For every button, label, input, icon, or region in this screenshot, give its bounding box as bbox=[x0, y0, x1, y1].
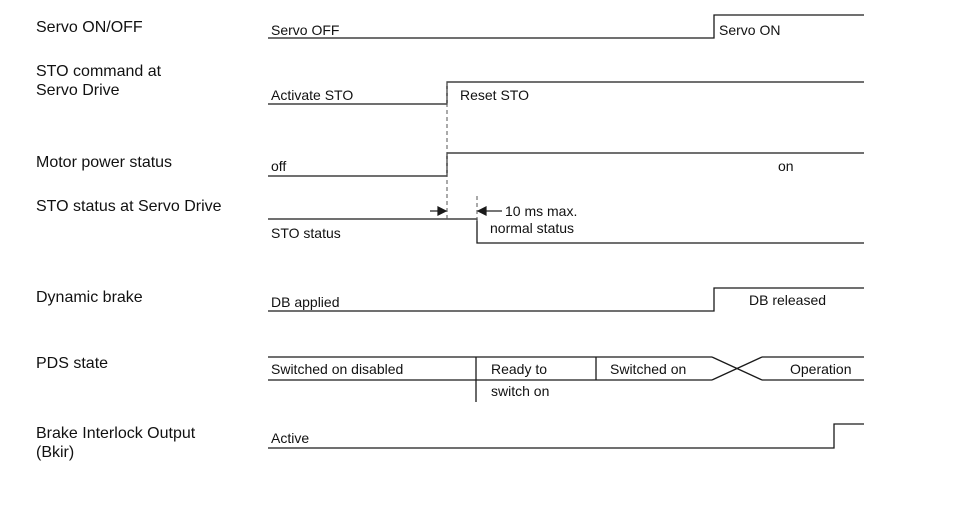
timing-arrow-right-head bbox=[476, 206, 487, 216]
timing-10ms-text: 10 ms max. bbox=[505, 203, 578, 219]
dynamic-brake-waveform bbox=[268, 287, 864, 312]
bkir-active-text: Active bbox=[271, 430, 310, 446]
db-released-text: DB released bbox=[749, 292, 827, 308]
dynamic-brake-label: Dynamic brake bbox=[36, 289, 143, 306]
sto-status-waveform bbox=[268, 218, 864, 244]
sto-status-label: STO status at Servo Drive bbox=[36, 198, 222, 215]
pds-switched-on-text: Switched on bbox=[610, 361, 687, 377]
servo-label: Servo ON/OFF bbox=[36, 19, 143, 36]
bkir-waveform bbox=[268, 423, 864, 449]
motor-on-text: on bbox=[778, 158, 794, 174]
servo-off-text: Servo OFF bbox=[271, 22, 340, 38]
bkir-label-line2: (Bkir) bbox=[36, 444, 75, 461]
sto-command-label-line1: STO command at bbox=[36, 63, 162, 80]
motor-power-label: Motor power status bbox=[36, 154, 173, 171]
pds-state-bus bbox=[268, 356, 864, 402]
sto-command-waveform bbox=[268, 81, 864, 105]
normal-status-text: normal status bbox=[490, 220, 575, 236]
reset-sto-text: Reset STO bbox=[460, 87, 529, 103]
pds-switched-on-disabled-text: Switched on disabled bbox=[271, 361, 404, 377]
sto-status-text: STO status bbox=[271, 225, 341, 241]
db-applied-text: DB applied bbox=[271, 294, 340, 310]
motor-power-waveform bbox=[268, 152, 864, 177]
timing-arrow-left-head bbox=[437, 206, 448, 216]
servo-waveform bbox=[268, 14, 864, 39]
pds-operation-text: Operation bbox=[790, 361, 852, 377]
bkir-label-line1: Brake Interlock Output bbox=[36, 425, 196, 442]
motor-off-text: off bbox=[271, 158, 287, 174]
pds-ready-line1-text: Ready to bbox=[491, 361, 548, 377]
sto-command-label-line2: Servo Drive bbox=[36, 82, 120, 99]
pds-ready-line2-text: switch on bbox=[491, 383, 550, 399]
servo-on-text: Servo ON bbox=[719, 22, 781, 38]
activate-sto-text: Activate STO bbox=[271, 87, 354, 103]
pds-state-label: PDS state bbox=[36, 355, 109, 372]
